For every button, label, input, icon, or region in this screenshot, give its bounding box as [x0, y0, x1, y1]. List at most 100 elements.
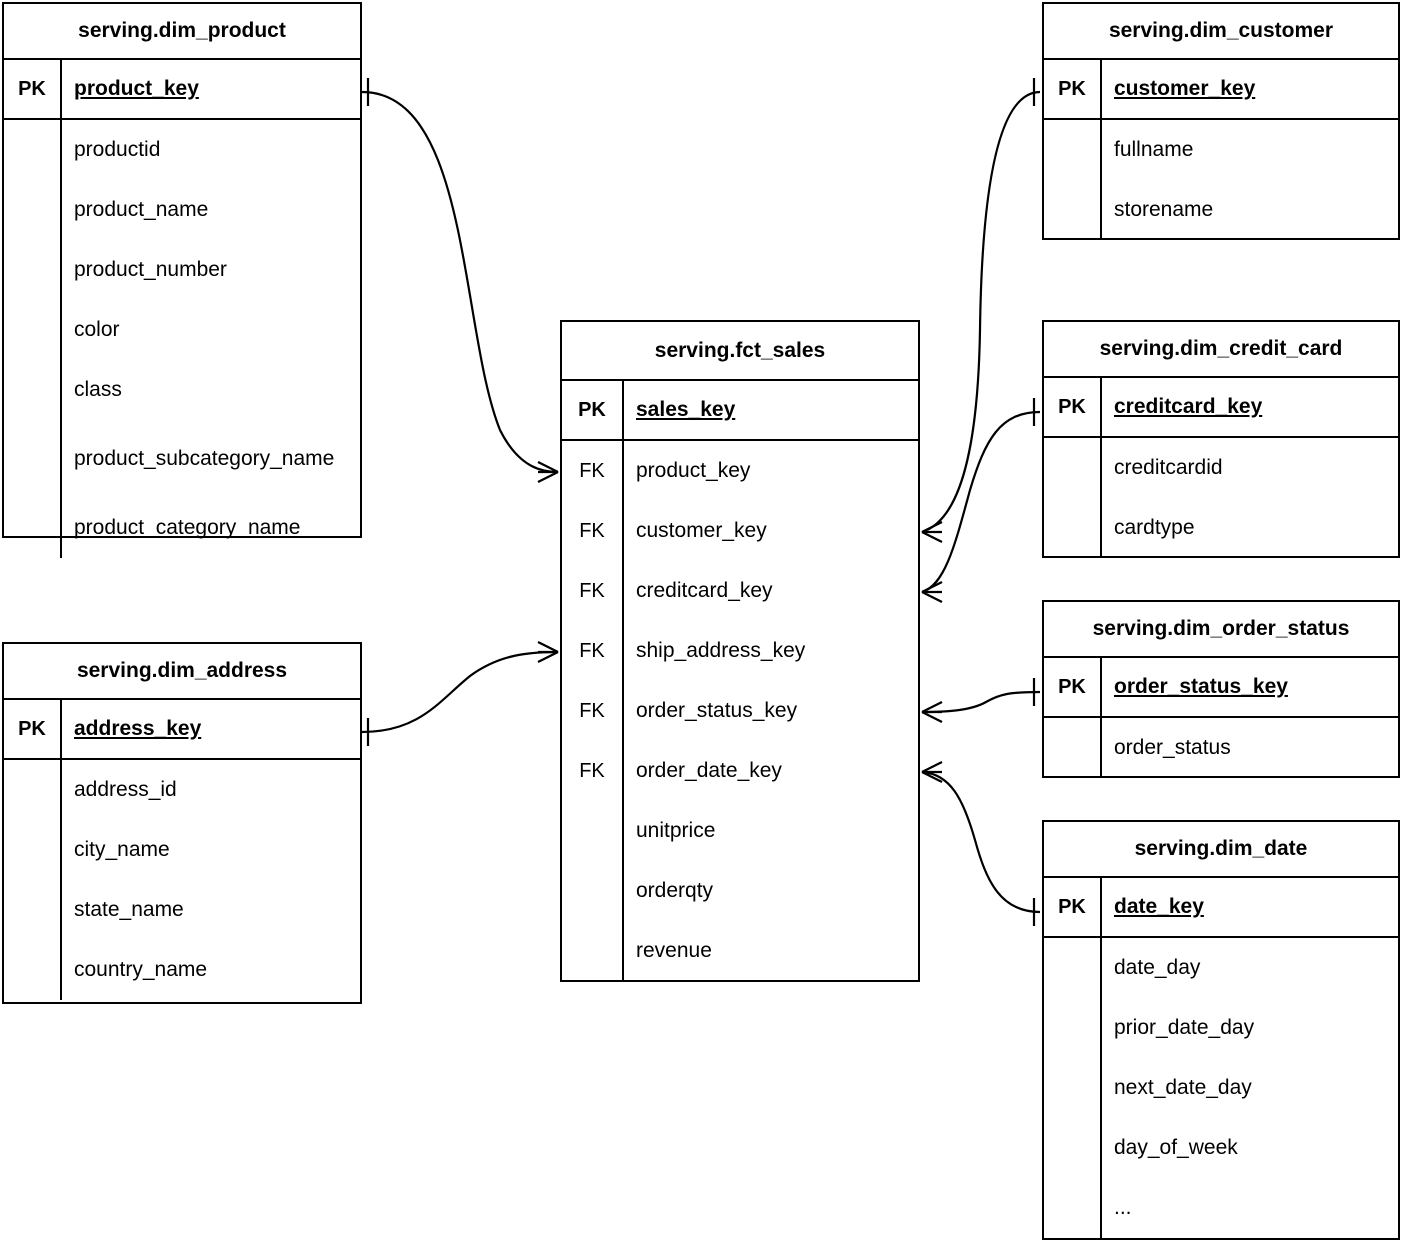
table-row[interactable]: creditcardid [1044, 438, 1398, 498]
col-tag [4, 120, 62, 180]
column-name: prior_date_day [1114, 1015, 1255, 1039]
col-tag [1044, 998, 1102, 1058]
column-name: address_key [74, 716, 202, 740]
entity-rows-dim-address: PK address_key address_id city_name stat… [4, 700, 360, 1000]
col-tag [4, 760, 62, 820]
table-row[interactable]: class [4, 360, 360, 420]
entity-dim-product[interactable]: serving.dim_product PK product_key produ… [2, 2, 362, 558]
col-tag [1044, 938, 1102, 998]
table-row[interactable]: product_number [4, 240, 360, 300]
column-name: next_date_day [1114, 1075, 1252, 1099]
pk-tag: PK [4, 60, 62, 118]
entity-rows-dim-order-status: PK order_status_key order_status [1044, 658, 1398, 778]
entity-title-dim-customer: serving.dim_customer [1044, 4, 1398, 60]
col-tag [1044, 1118, 1102, 1178]
fk-tag: FK [562, 441, 624, 501]
entity-title-dim-order-status: serving.dim_order_status [1044, 602, 1398, 658]
column-name: product_subcategory_name [62, 420, 360, 498]
column-name: product_number [74, 257, 227, 281]
table-row[interactable]: city_name [4, 820, 360, 880]
table-row[interactable]: date_day [1044, 938, 1398, 998]
table-row[interactable]: storename [1044, 180, 1398, 240]
table-row[interactable]: productid [4, 120, 360, 180]
entity-title-fct-sales: serving.fct_sales [562, 322, 918, 381]
column-name: creditcardid [1114, 455, 1223, 479]
entity-rows-dim-product: PK product_key productid product_name pr… [4, 60, 360, 558]
table-row[interactable]: ... [1044, 1178, 1398, 1238]
table-row-pk[interactable]: PK customer_key [1044, 60, 1398, 120]
table-row[interactable]: FK customer_key [562, 501, 918, 561]
col-tag [562, 861, 624, 921]
table-row[interactable]: unitprice [562, 801, 918, 861]
column-name: state_name [74, 897, 184, 921]
table-row[interactable]: FK order_status_key [562, 681, 918, 741]
entity-dim-customer[interactable]: serving.dim_customer PK customer_key ful… [1042, 2, 1400, 240]
table-row-pk[interactable]: PK order_status_key [1044, 658, 1398, 718]
entity-fct-sales[interactable]: serving.fct_sales PK sales_key FK produc… [560, 320, 920, 982]
column-name: class [74, 377, 122, 401]
fk-tag: FK [562, 741, 624, 801]
table-row[interactable]: cardtype [1044, 498, 1398, 558]
relationship-product [361, 78, 559, 483]
col-tag [4, 300, 62, 360]
column-name: color [74, 317, 120, 341]
table-row[interactable]: order_status [1044, 718, 1398, 778]
column-name: product_category_name [74, 515, 301, 539]
table-row[interactable]: address_id [4, 760, 360, 820]
table-row[interactable]: product_subcategory_name [4, 420, 360, 498]
table-row[interactable]: FK order_date_key [562, 741, 918, 801]
column-name: product_key [74, 76, 199, 100]
entity-title-dim-address: serving.dim_address [4, 644, 360, 700]
entity-dim-order-status[interactable]: serving.dim_order_status PK order_status… [1042, 600, 1400, 778]
table-row[interactable]: FK product_key [562, 441, 918, 501]
col-tag [1044, 1058, 1102, 1118]
table-row-pk[interactable]: PK date_key [1044, 878, 1398, 938]
column-name: orderqty [636, 878, 714, 902]
table-row[interactable]: product_category_name [4, 498, 360, 558]
col-tag [1044, 120, 1102, 180]
table-row[interactable]: FK ship_address_key [562, 621, 918, 681]
entity-rows-dim-credit-card: PK creditcard_key creditcardid cardtype [1044, 378, 1398, 558]
column-name: city_name [74, 837, 170, 861]
column-name: creditcard_key [1114, 394, 1263, 418]
col-tag [562, 921, 624, 981]
pk-tag: PK [562, 381, 624, 439]
table-row[interactable]: FK creditcard_key [562, 561, 918, 621]
column-name: date_day [1114, 955, 1201, 979]
table-row[interactable]: day_of_week [1044, 1118, 1398, 1178]
table-row[interactable]: revenue [562, 921, 918, 981]
column-name: ... [1114, 1195, 1132, 1219]
column-name: address_id [74, 777, 177, 801]
entity-rows-dim-customer: PK customer_key fullname storename [1044, 60, 1398, 240]
table-row-pk[interactable]: PK product_key [4, 60, 360, 120]
table-row[interactable]: state_name [4, 880, 360, 940]
entity-dim-address[interactable]: serving.dim_address PK address_key addre… [2, 642, 362, 1004]
table-row[interactable]: fullname [1044, 120, 1398, 180]
entity-dim-date[interactable]: serving.dim_date PK date_key date_day pr… [1042, 820, 1400, 1240]
table-row-pk[interactable]: PK creditcard_key [1044, 378, 1398, 438]
col-tag [562, 801, 624, 861]
col-tag [4, 180, 62, 240]
pk-tag: PK [1044, 878, 1102, 936]
column-name: fullname [1114, 137, 1194, 161]
col-tag [1044, 180, 1102, 240]
entity-dim-credit-card[interactable]: serving.dim_credit_card PK creditcard_ke… [1042, 320, 1400, 558]
table-row[interactable]: orderqty [562, 861, 918, 921]
col-tag [4, 880, 62, 940]
table-row-pk[interactable]: PK sales_key [562, 381, 918, 441]
column-name: order_status_key [1114, 674, 1288, 698]
relationship-address [361, 641, 559, 746]
col-tag [4, 240, 62, 300]
column-name: customer_key [1114, 76, 1256, 100]
column-name: date_key [1114, 894, 1204, 918]
table-row[interactable]: next_date_day [1044, 1058, 1398, 1118]
table-row-pk[interactable]: PK address_key [4, 700, 360, 760]
column-name: order_status [1114, 735, 1231, 759]
table-row[interactable]: country_name [4, 940, 360, 1000]
pk-tag: PK [1044, 658, 1102, 716]
table-row[interactable]: product_name [4, 180, 360, 240]
table-row[interactable]: prior_date_day [1044, 998, 1398, 1058]
column-name: order_status_key [636, 698, 798, 722]
table-row[interactable]: color [4, 300, 360, 360]
fk-tag: FK [562, 681, 624, 741]
